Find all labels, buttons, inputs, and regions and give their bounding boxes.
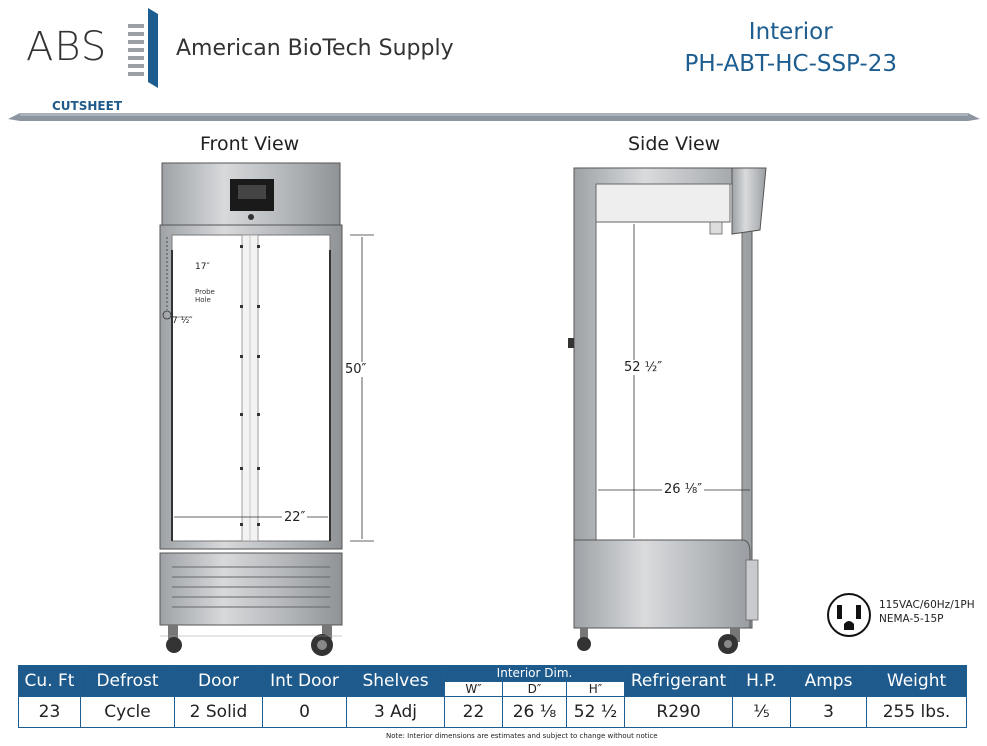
brand-name: American BioTech Supply: [176, 36, 454, 61]
probe-label: Probe Hole: [195, 288, 215, 304]
value-refrigerant: R290: [624, 696, 734, 728]
header-door: Door: [174, 665, 263, 697]
front-dim-top: 17″: [195, 262, 210, 272]
value-cu-ft: 23: [18, 696, 81, 728]
front-dim-height: 50″: [345, 362, 367, 377]
header-hp: H.P.: [732, 665, 792, 697]
header-interior-dim: Interior Dim.: [443, 665, 626, 682]
header-shelves: Shelves: [346, 665, 445, 697]
front-dim-width: 22″: [282, 510, 308, 525]
spec-table: Cu. Ft Defrost Door Int Door Shelves Int…: [18, 665, 968, 728]
side-dim-depth: 26 ⅛″: [662, 482, 705, 497]
header-h: H″: [565, 680, 626, 697]
front-dim-side: 7 ½″: [172, 316, 193, 326]
page-title: Interior PH-ABT-HC-SSP-23: [685, 16, 898, 80]
logo-icon: [128, 8, 158, 88]
cutsheet-label: CUTSHEET: [52, 99, 123, 113]
value-weight: 255 lbs.: [866, 696, 968, 728]
title-line-2: PH-ABT-HC-SSP-23: [684, 51, 898, 77]
header-d: D″: [502, 680, 567, 697]
value-door: 2 Solid: [174, 696, 263, 728]
plug-spec-line-1: 115VAC/60Hz/1PH: [879, 599, 975, 611]
front-view-title: Front View: [200, 133, 300, 155]
brand-mark: ABS: [26, 24, 108, 70]
header-cu-ft: Cu. Ft: [18, 665, 81, 697]
header-int-door: Int Door: [262, 665, 347, 697]
header-refrigerant: Refrigerant: [624, 665, 734, 697]
front-view-drawing: [159, 162, 374, 656]
title-line-1: Interior: [748, 19, 833, 45]
header-rule: [8, 113, 980, 121]
nema-plug-icon: [827, 593, 871, 637]
header-w: W″: [444, 680, 503, 697]
header-amps: Amps: [790, 665, 868, 697]
probe-label-line-2: Hole: [195, 296, 211, 304]
table-header-row: Cu. Ft Defrost Door Int Door Shelves Int…: [18, 665, 968, 697]
value-defrost: Cycle: [80, 696, 175, 728]
side-dim-height: 52 ½″: [622, 360, 665, 375]
probe-label-line-1: Probe: [195, 288, 215, 296]
value-amps: 3: [790, 696, 868, 728]
side-view-drawing: [568, 167, 767, 654]
value-hp: ⅕: [732, 696, 792, 728]
value-w: 22: [444, 696, 503, 728]
value-h: 52 ½: [565, 696, 626, 728]
value-int-door: 0: [262, 696, 347, 728]
table-row: 23 Cycle 2 Solid 0 3 Adj 22 26 ⅛ 52 ½ R2…: [18, 696, 968, 728]
side-view-title: Side View: [628, 133, 721, 155]
value-shelves: 3 Adj: [346, 696, 445, 728]
header-weight: Weight: [866, 665, 968, 697]
plug-spec: 115VAC/60Hz/1PH NEMA-5-15P: [879, 598, 975, 626]
header-defrost: Defrost: [80, 665, 175, 697]
value-d: 26 ⅛: [502, 696, 567, 728]
plug-spec-line-2: NEMA-5-15P: [879, 613, 944, 625]
footnote: Note: Interior dimensions are estimates …: [386, 732, 658, 740]
